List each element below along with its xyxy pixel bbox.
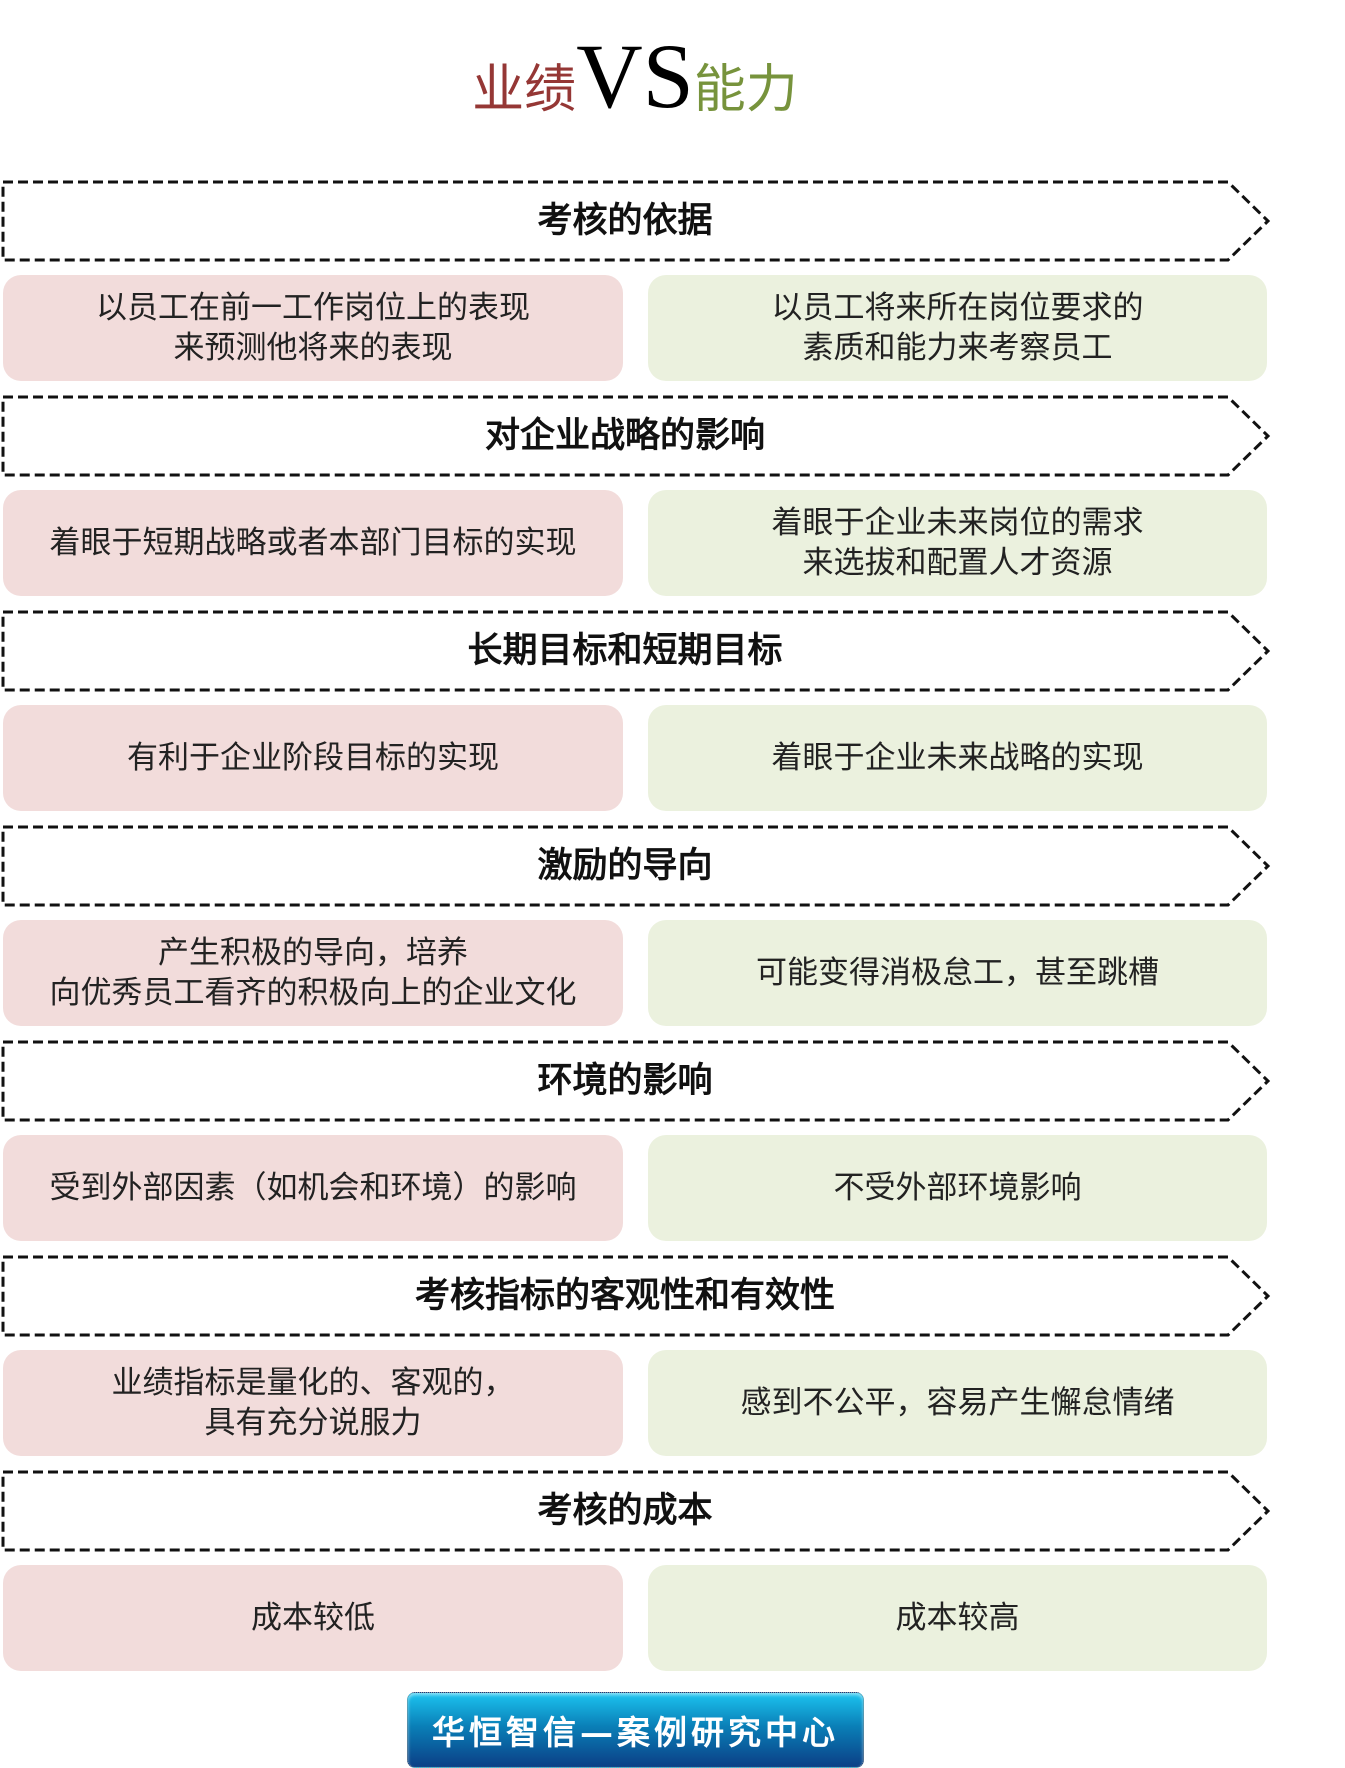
ability-box: 不受外部环境影响: [648, 1135, 1267, 1241]
section-header-arrow: 考核的依据: [0, 179, 1272, 263]
footer-banner: 华恒智信—案例研究中心: [407, 1692, 864, 1768]
comparison-section: 长期目标和短期目标 有利于企业阶段目标的实现 着眼于企业未来战略的实现: [0, 609, 1345, 824]
performance-box: 受到外部因素（如机会和环境）的影响: [3, 1135, 623, 1241]
section-header-label: 考核的成本: [537, 1491, 713, 1531]
dashed-arrow-shape: [1, 610, 1271, 692]
performance-box: 成本较低: [3, 1565, 623, 1671]
ability-box: 可能变得消极怠工，甚至跳槽: [648, 920, 1267, 1026]
comparison-section: 激励的导向 产生积极的导向，培养 向优秀员工看齐的积极向上的企业文化 可能变得消…: [0, 824, 1345, 1039]
performance-box: 业绩指标是量化的、客观的， 具有充分说服力: [3, 1350, 623, 1456]
comparison-section: 考核的依据 以员工在前一工作岗位上的表现 来预测他将来的表现 以员工将来所在岗位…: [0, 179, 1345, 394]
ability-box: 着眼于企业未来战略的实现: [648, 705, 1267, 811]
title-performance: 业绩: [472, 60, 577, 120]
section-header-arrow: 环境的影响: [0, 1039, 1272, 1123]
comparison-section: 对企业战略的影响 着眼于短期战略或者本部门目标的实现 着眼于企业未来岗位的需求 …: [0, 394, 1345, 609]
ability-box: 成本较高: [648, 1565, 1267, 1671]
section-header-label: 对企业战略的影响: [484, 416, 765, 456]
ability-box: 感到不公平，容易产生懈怠情绪: [648, 1350, 1267, 1456]
comparison-section: 考核指标的客观性和有效性 业绩指标是量化的、客观的， 具有充分说服力 感到不公平…: [0, 1254, 1345, 1469]
section-header-arrow: 考核指标的客观性和有效性: [0, 1254, 1272, 1338]
section-header-arrow: 长期目标和短期目标: [0, 609, 1272, 693]
dashed-arrow-shape: [1, 1040, 1271, 1122]
performance-box: 有利于企业阶段目标的实现: [3, 705, 623, 811]
section-header-label: 考核指标的客观性和有效性: [414, 1276, 835, 1316]
dashed-arrow-shape: [1, 825, 1271, 907]
title-ability: 能力: [693, 60, 798, 120]
section-header-label: 环境的影响: [537, 1061, 713, 1101]
dashed-arrow-shape: [1, 180, 1271, 262]
title-vs: VS: [576, 25, 694, 127]
section-header-label: 长期目标和短期目标: [467, 631, 783, 671]
dashed-arrow-shape: [1, 1470, 1271, 1552]
dashed-arrow-shape: [1, 395, 1271, 477]
section-header-arrow: 考核的成本: [0, 1469, 1272, 1553]
ability-box: 着眼于企业未来岗位的需求 来选拔和配置人才资源: [648, 490, 1267, 596]
section-header-label: 激励的导向: [537, 846, 713, 886]
page-title: 业绩VS能力: [0, 30, 1270, 122]
section-header-arrow: 对企业战略的影响: [0, 394, 1272, 478]
ability-box: 以员工将来所在岗位要求的 素质和能力来考察员工: [648, 275, 1267, 381]
section-header-arrow: 激励的导向: [0, 824, 1272, 908]
comparison-section: 环境的影响 受到外部因素（如机会和环境）的影响 不受外部环境影响: [0, 1039, 1345, 1254]
performance-box: 着眼于短期战略或者本部门目标的实现: [3, 490, 623, 596]
dashed-arrow-shape: [1, 1255, 1271, 1337]
performance-box: 产生积极的导向，培养 向优秀员工看齐的积极向上的企业文化: [3, 920, 623, 1026]
section-header-label: 考核的依据: [537, 201, 713, 241]
performance-box: 以员工在前一工作岗位上的表现 来预测他将来的表现: [3, 275, 623, 381]
comparison-section: 考核的成本 成本较低 成本较高: [0, 1469, 1345, 1684]
